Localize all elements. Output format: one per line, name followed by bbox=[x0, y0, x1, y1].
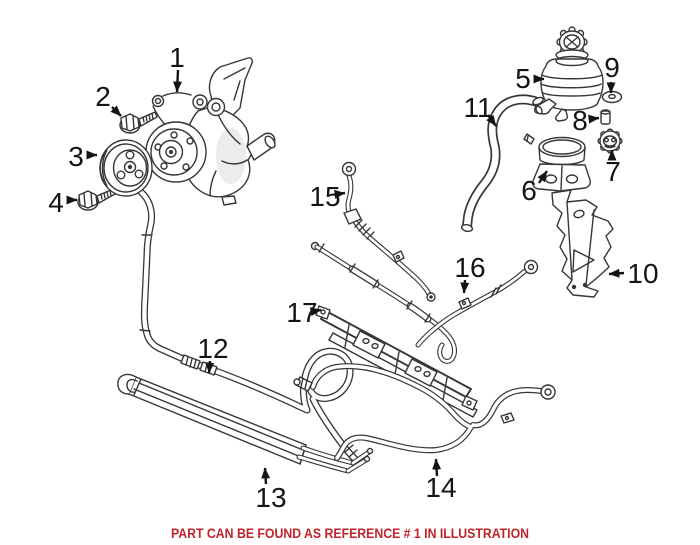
part-12-hose bbox=[137, 188, 359, 463]
part-14-return-pipe bbox=[293, 363, 556, 461]
callout-8: 8 bbox=[572, 105, 588, 136]
callout-1: 1 bbox=[169, 42, 185, 73]
part-1-power-steering-pump bbox=[145, 57, 276, 206]
part-11-hose bbox=[460, 94, 544, 233]
callout-11-arrow bbox=[486, 114, 497, 127]
callout-7: 7 bbox=[605, 156, 621, 187]
callout-12: 12 bbox=[197, 333, 228, 364]
callout-4: 4 bbox=[48, 187, 64, 218]
callout-10-arrow bbox=[608, 268, 625, 278]
callout-3: 3 bbox=[68, 141, 84, 172]
illustration-artwork bbox=[77, 26, 623, 474]
callout-13-arrow bbox=[261, 467, 271, 485]
callout-14: 14 bbox=[425, 472, 456, 503]
callout-17-arrow bbox=[309, 307, 322, 317]
callout-13: 13 bbox=[255, 482, 286, 513]
part-8-bushing bbox=[600, 109, 611, 125]
callout-6: 6 bbox=[521, 175, 537, 206]
part-2-bolt bbox=[119, 111, 158, 134]
callout-17: 17 bbox=[286, 297, 317, 328]
part-7-grommet bbox=[597, 128, 623, 154]
part-16-pipe-ring-end bbox=[415, 259, 539, 348]
callout-1-arrow bbox=[172, 69, 182, 93]
callout-15-arrow bbox=[334, 189, 346, 199]
callout-12-arrow bbox=[205, 360, 215, 374]
part-9-washer bbox=[601, 90, 623, 104]
part-4-bolt bbox=[77, 188, 116, 211]
callout-arrows bbox=[66, 69, 625, 485]
callout-8-arrow bbox=[588, 114, 600, 124]
part-13-cooler bbox=[117, 373, 374, 474]
part-15-hose bbox=[341, 161, 436, 302]
callout-5: 5 bbox=[515, 63, 531, 94]
callout-11: 11 bbox=[463, 92, 492, 123]
callout-numbers: 1 2 3 4 5 6 7 8 9 10 11 12 13 14 15 16 1… bbox=[48, 42, 658, 513]
callout-10: 10 bbox=[627, 258, 658, 289]
part-16-pipe-upper-run bbox=[310, 241, 457, 364]
callout-2-arrow bbox=[110, 105, 122, 117]
callout-15: 15 bbox=[309, 181, 340, 212]
callout-2: 2 bbox=[95, 81, 111, 112]
part-10-bracket bbox=[551, 189, 614, 298]
callout-6-arrow bbox=[537, 170, 548, 184]
reference-note: PART CAN BE FOUND AS REFERENCE # 1 IN IL… bbox=[171, 526, 529, 541]
callout-16: 16 bbox=[454, 252, 485, 283]
callout-9: 9 bbox=[604, 52, 620, 83]
part-5-reservoir bbox=[534, 26, 604, 122]
callout-14-arrow bbox=[432, 458, 442, 477]
callout-16-arrow bbox=[460, 279, 470, 294]
part-3-pulley bbox=[99, 139, 153, 197]
